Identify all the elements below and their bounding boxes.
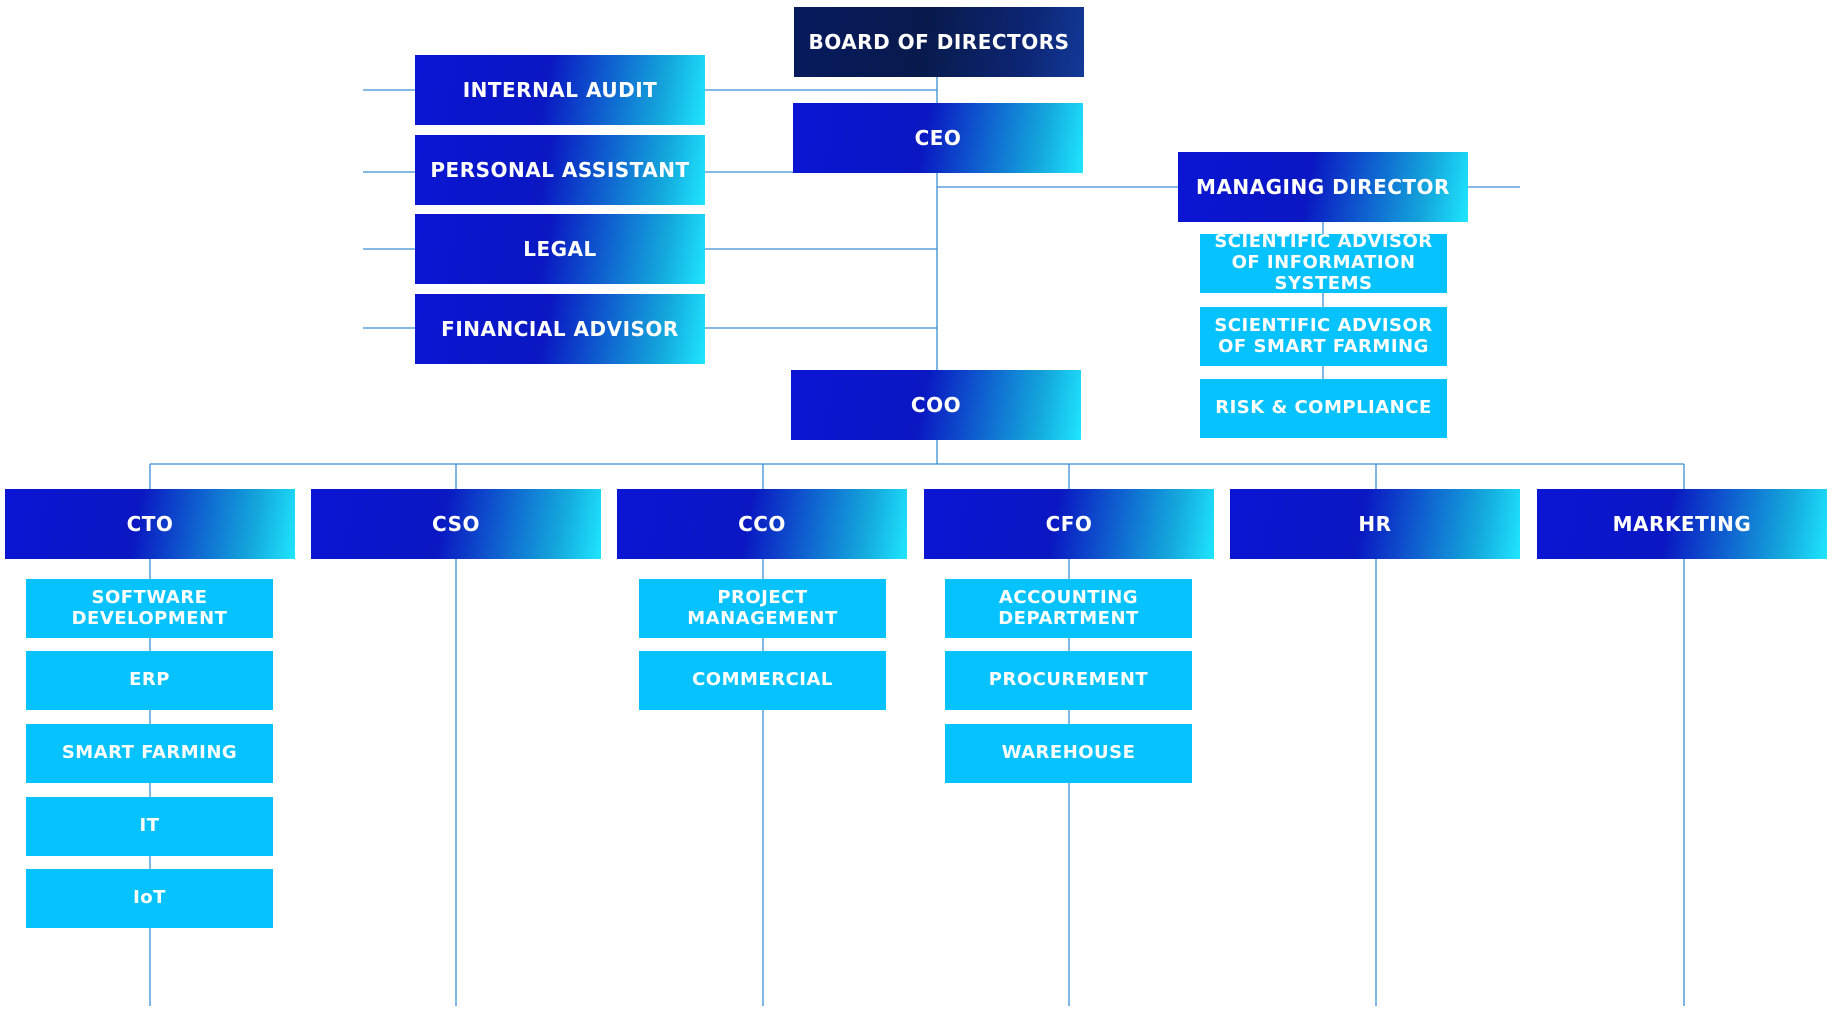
it-box: IT xyxy=(26,797,273,856)
internal-audit-box: INTERNAL AUDIT xyxy=(415,55,705,125)
coo-box: COO xyxy=(791,370,1081,440)
project-management-box: PROJECT MANAGEMENT xyxy=(639,579,886,638)
commercial-box: COMMERCIAL xyxy=(639,651,886,710)
iot-box: IoT xyxy=(26,869,273,928)
marketing-box: MARKETING xyxy=(1537,489,1827,559)
ceo-box: CEO xyxy=(793,103,1083,173)
accounting-department-box: ACCOUNTING DEPARTMENT xyxy=(945,579,1192,638)
legal-box: LEGAL xyxy=(415,214,705,284)
software-development-box: SOFTWARE DEVELOPMENT xyxy=(26,579,273,638)
financial-advisor-box: FINANCIAL ADVISOR xyxy=(415,294,705,364)
smart-farming-box: SMART FARMING xyxy=(26,724,273,783)
procurement-box: PROCUREMENT xyxy=(945,651,1192,710)
cfo-box: CFO xyxy=(924,489,1214,559)
managing-director-box: MANAGING DIRECTOR xyxy=(1178,152,1468,222)
warehouse-box: WAREHOUSE xyxy=(945,724,1192,783)
erp-box: ERP xyxy=(26,651,273,710)
hr-box: HR xyxy=(1230,489,1520,559)
cco-box: CCO xyxy=(617,489,907,559)
board-of-directors-box: BOARD OF DIRECTORS xyxy=(794,7,1084,77)
scientific-advisor-information-systems-box: SCIENTIFIC ADVISOR OF INFORMATION SYSTEM… xyxy=(1200,232,1447,294)
risk-compliance-box: RISK & COMPLIANCE xyxy=(1200,379,1447,438)
personal-assistant-box: PERSONAL ASSISTANT xyxy=(415,135,705,205)
cto-box: CTO xyxy=(5,489,295,559)
cso-box: CSO xyxy=(311,489,601,559)
scientific-advisor-smart-farming-box: SCIENTIFIC ADVISOR OF SMART FARMING xyxy=(1200,307,1447,366)
